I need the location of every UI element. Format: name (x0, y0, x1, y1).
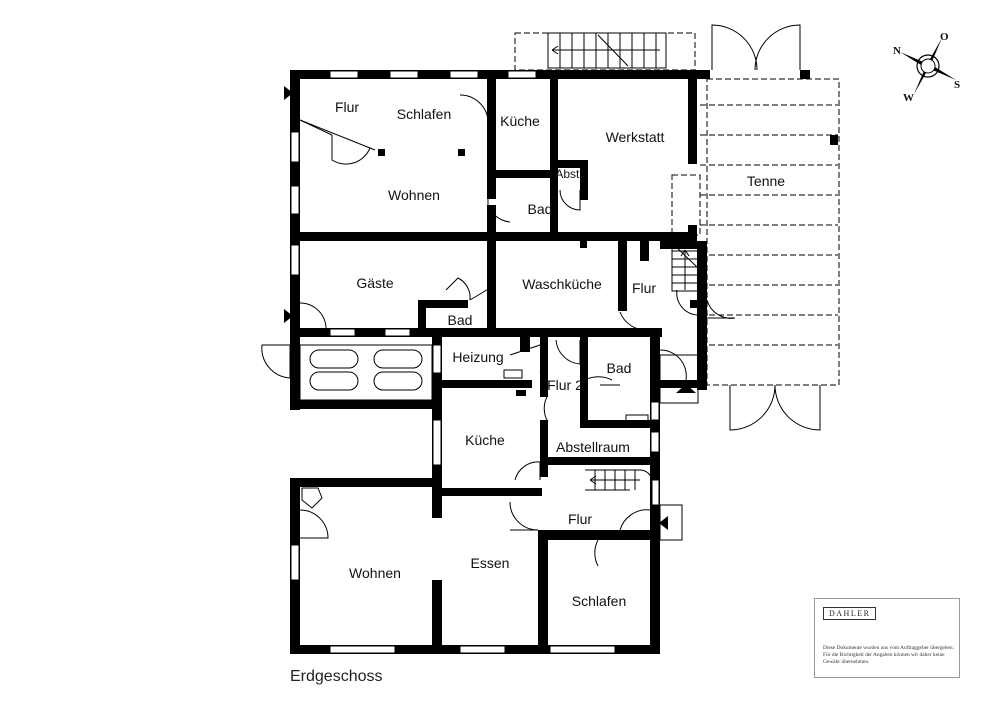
door-swings (261, 24, 821, 567)
room-label-tenne: Tenne (747, 173, 785, 189)
windows (290, 70, 660, 654)
fixtures (299, 344, 649, 509)
room-label-wohnen-upper: Wohnen (388, 187, 440, 203)
room-label-gaeste: Gäste (356, 275, 394, 291)
room-label-bad-small: Bad (448, 312, 473, 328)
room-label-bad-upper: Bad (528, 201, 553, 217)
walls (290, 70, 838, 654)
room-label-flur2: Flur 2 (547, 377, 583, 393)
room-label-essen: Essen (471, 555, 510, 571)
room-label-waschkueche: Waschküche (522, 276, 602, 292)
entrance-arrows (284, 86, 696, 530)
compass-n: N (893, 45, 901, 57)
room-label-kueche-lower: Küche (465, 432, 505, 448)
floor-label: Erdgeschoss (290, 668, 383, 685)
room-label-schlafen-lower: Schlafen (572, 593, 626, 609)
compass-o: O (940, 31, 949, 43)
tenne-outline (514, 32, 840, 386)
dahler-logo: DAHLER (823, 607, 877, 620)
compass-icon: N O S W (893, 31, 960, 104)
room-label-kueche-upper: Küche (500, 113, 540, 129)
room-label-abst: Abst. (555, 167, 582, 181)
room-label-schlafen-upper: Schlafen (397, 106, 451, 122)
compass-w: W (903, 92, 914, 104)
room-label-flur-lower: Flur (568, 511, 592, 527)
room-label-wohnen-lower: Wohnen (349, 565, 401, 581)
disclaimer-stamp: DAHLER Diese Dokumente wurden uns vom Au… (814, 598, 960, 678)
room-labels: Flur Schlafen Küche Werkstatt Abst. Tenn… (335, 99, 785, 609)
room-label-bad-right: Bad (607, 360, 632, 376)
room-label-werkstatt: Werkstatt (606, 129, 665, 145)
compass-s: S (954, 79, 960, 91)
stairs (547, 32, 699, 505)
room-label-heizung: Heizung (452, 349, 503, 365)
disclaimer-text: Diese Dokumente wurden uns vom Auftragge… (823, 645, 954, 665)
room-label-abstellraum: Abstellraum (556, 439, 630, 455)
room-label-flur-nw: Flur (335, 99, 359, 115)
room-label-flur-mid: Flur (632, 280, 656, 296)
